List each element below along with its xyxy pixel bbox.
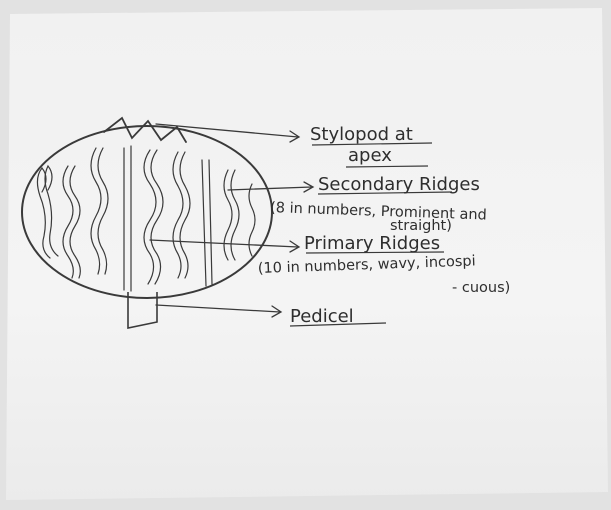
stylopod-label: Stylopod at (310, 124, 413, 145)
paper-background (6, 8, 608, 500)
secondary-ridges-detail-2: straight) (390, 218, 452, 234)
pedicel-label: Pedicel (290, 306, 354, 327)
stylopod-label-apex: apex (348, 145, 392, 166)
secondary-ridges-label: Secondary Ridges (318, 174, 480, 195)
primary-ridges-detail-2: - cuous) (452, 280, 510, 296)
primary-ridges-label: Primary Ridges (304, 233, 440, 254)
